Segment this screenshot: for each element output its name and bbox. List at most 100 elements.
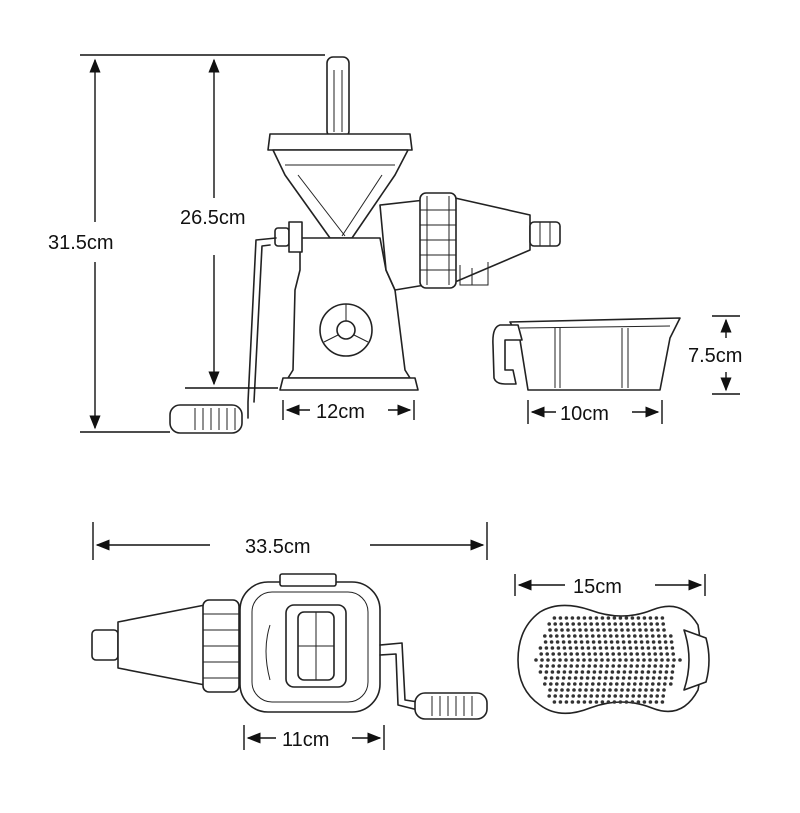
strainer-hole (594, 700, 599, 704)
strainer-hole (646, 646, 651, 650)
strainer-hole (545, 664, 549, 668)
strainer-hole (645, 676, 650, 680)
strainer-hole (653, 664, 657, 668)
strainer-hole (652, 670, 657, 674)
strainer-hole (579, 676, 584, 680)
strainer-hole (654, 616, 659, 620)
strainer-hole (543, 682, 547, 686)
strainer-hole (585, 682, 589, 686)
strainer-hole (660, 658, 664, 662)
strainer-hole (660, 616, 665, 620)
dim-total-length: 33.5cm (92, 522, 488, 560)
strainer-hole (633, 676, 638, 680)
strainer-hole (576, 658, 580, 662)
strainer-hole (606, 700, 611, 704)
strainer-hole (647, 652, 651, 656)
strainer-hole (630, 700, 635, 704)
strainer-hole (561, 640, 566, 644)
strainer-hole (610, 670, 615, 674)
strainer-hole (633, 682, 637, 686)
strainer-hole (585, 676, 590, 680)
strainer-hole (587, 652, 591, 656)
strainer-hole (655, 694, 659, 698)
base-width-label: 12cm (316, 401, 365, 423)
strainer-hole (657, 682, 661, 686)
strainer-hole (540, 658, 544, 662)
strainer-hole (577, 622, 581, 626)
strainer-hole (638, 688, 642, 692)
strainer-hole (569, 664, 573, 668)
total-height-label: 31.5cm (48, 232, 114, 254)
strainer-hole (563, 652, 567, 656)
strainer-hole (570, 700, 575, 704)
strainer-hole (642, 616, 647, 620)
strainer-hole (588, 700, 593, 704)
strainer-hole (672, 658, 676, 662)
strainer-hole (651, 634, 655, 638)
strainer-hole (608, 688, 612, 692)
strainer-hole (651, 676, 656, 680)
strainer-hole (560, 628, 564, 632)
strainer-hole (555, 640, 560, 644)
strainer-hole (614, 628, 618, 632)
strainer-hole (591, 682, 595, 686)
strainer-hole (607, 694, 611, 698)
strainer-hole (627, 676, 632, 680)
strainer-hole (555, 676, 560, 680)
strainer-hole (586, 646, 591, 650)
strainer-hole (665, 652, 669, 656)
strainer-hole (544, 670, 549, 674)
strainer-hole (678, 658, 682, 662)
strainer-hole (615, 634, 619, 638)
strainer-hole (666, 658, 670, 662)
strainer-hole (568, 670, 573, 674)
strainer-hole (608, 628, 612, 632)
strainer-hole (650, 628, 654, 632)
strainer-hole (643, 694, 647, 698)
strainer-hole (657, 640, 662, 644)
strainer-hole (657, 676, 662, 680)
strainer-hole (609, 682, 613, 686)
strainer-hole (534, 658, 538, 662)
strainer-hole (552, 658, 556, 662)
strainer-hole (556, 646, 561, 650)
strainer-hole (669, 634, 673, 638)
strainer-hole (636, 658, 640, 662)
strainer-hole (539, 664, 543, 668)
strainer-hole (597, 682, 601, 686)
strainer-hole (590, 688, 594, 692)
strainer-hole (606, 616, 611, 620)
strainer-hole (587, 664, 591, 668)
strainer-hole (560, 688, 564, 692)
strainer-hole (611, 664, 615, 668)
strainer-hole (547, 622, 551, 626)
strainer-hole (601, 622, 605, 626)
strainer-hole (621, 682, 625, 686)
strainer-hole (655, 622, 659, 626)
strainer-hole (618, 616, 623, 620)
strainer-hole (639, 634, 643, 638)
strainer-hole (627, 640, 632, 644)
strainer-hole (658, 646, 663, 650)
strainer-hole (591, 640, 596, 644)
strainer-hole (600, 700, 605, 704)
strainer-hole (651, 640, 656, 644)
strainer-hole (593, 652, 597, 656)
cup-height-label: 7.5cm (688, 345, 742, 367)
strainer-hole (632, 688, 636, 692)
strainer-hole (597, 676, 602, 680)
strainer-hole (548, 628, 552, 632)
strainer-hole (564, 658, 568, 662)
strainer-hole (637, 622, 641, 626)
strainer-hole (645, 640, 650, 644)
strainer-hole (553, 622, 557, 626)
strainer-hole (669, 676, 674, 680)
strainer-hole (643, 622, 647, 626)
strainer-hole (550, 646, 555, 650)
strainer-hole (549, 676, 554, 680)
strainer-hole (631, 622, 635, 626)
strainer-hole (544, 646, 549, 650)
strainer-hole (663, 682, 667, 686)
strainer-hole (628, 646, 633, 650)
